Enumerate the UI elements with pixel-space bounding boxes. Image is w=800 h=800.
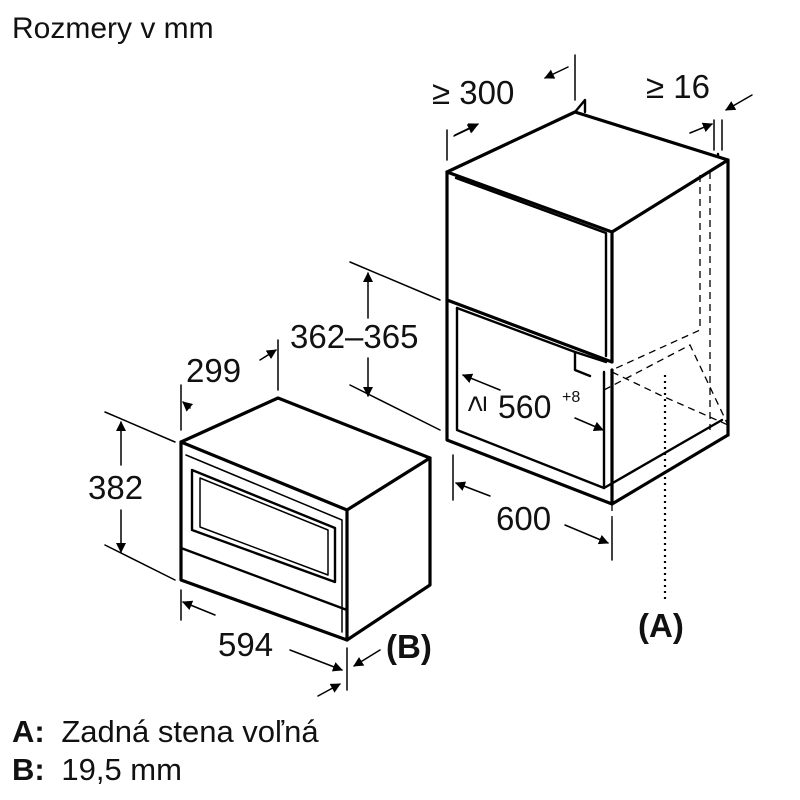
appliance-front <box>179 440 349 642</box>
dimension-appliance-width: 594 <box>218 626 273 663</box>
dimension-niche-height: 362–365 <box>290 318 418 355</box>
appliance-side <box>345 456 432 642</box>
legend-key-b: B: <box>12 752 45 787</box>
control-panel <box>179 546 349 612</box>
dimension-side-gap: ≥ 16 <box>646 68 710 105</box>
dimension-niche-width: ≥ <box>460 396 493 412</box>
appliance-door <box>190 468 337 584</box>
appliance-drawing <box>179 396 432 642</box>
dimension-appliance-height: 382 <box>88 469 143 506</box>
cabinet-drawing <box>445 98 730 600</box>
niche-frame <box>445 298 614 506</box>
legend: A: Zadná stena voľná B: 19,5 mm <box>12 714 319 787</box>
legend-item-b: B: 19,5 mm <box>12 752 182 787</box>
page-title: Rozmery v mm <box>12 12 214 45</box>
dimension-lines <box>104 54 753 697</box>
dimension-appliance-depth: 299 <box>186 352 241 389</box>
upper-cabinet-top <box>445 110 730 234</box>
dimension-niche-depth: ≥ 300 <box>432 74 514 111</box>
marker-a: (A) <box>638 607 684 644</box>
legend-text-a: Zadná stena voľná <box>61 714 319 749</box>
dimension-cabinet-width: 600 <box>496 500 551 537</box>
legend-item-a: A: Zadná stena voľná <box>12 714 319 749</box>
appliance-top <box>179 396 432 512</box>
marker-b: (B) <box>386 628 432 665</box>
legend-text-b: 19,5 mm <box>61 752 182 787</box>
legend-key-a: A: <box>12 714 45 749</box>
dimension-niche-width-tolerance: +8 <box>562 389 580 406</box>
dimension-niche-width-value: 560 <box>498 389 551 425</box>
upper-cabinet-front <box>445 170 614 364</box>
